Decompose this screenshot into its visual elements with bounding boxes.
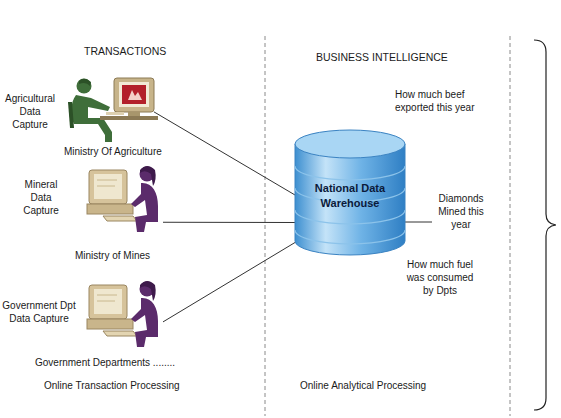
screen-line xyxy=(97,295,117,296)
curly-brace xyxy=(534,40,556,410)
capture-label: Agricultural Data Capture xyxy=(2,92,58,131)
screen-image xyxy=(122,85,146,104)
person-body xyxy=(131,298,158,347)
section-footer: Online Analytical Processing xyxy=(300,379,426,392)
monitor xyxy=(114,78,154,112)
chair xyxy=(68,102,74,128)
workstation-node: Government Dpt Data CaptureGovernment De… xyxy=(85,275,163,345)
monitor-screen xyxy=(119,82,149,107)
person-head xyxy=(77,79,92,94)
cylinder-top xyxy=(295,130,405,158)
analysis-question: How much beef exported this year xyxy=(395,88,505,114)
connector-line xyxy=(163,243,295,322)
person-hair xyxy=(79,79,91,86)
analysis-question: Diamonds Mined this year xyxy=(430,192,492,231)
connector-line xyxy=(154,112,295,195)
section-heading: TRANSACTIONS xyxy=(84,45,166,59)
data-warehouse-cylinder: National Data Warehouse xyxy=(295,130,405,255)
screen-line xyxy=(97,180,117,181)
capture-label: Government Dpt Data Capture xyxy=(1,299,77,325)
ministry-label: Ministry Of Agriculture xyxy=(64,145,162,158)
monitor xyxy=(89,170,127,204)
desk xyxy=(100,116,158,120)
keyboard xyxy=(103,331,137,336)
keyboard xyxy=(106,112,124,115)
analysis-question: How much fuel was consumed by Dpts xyxy=(400,258,480,297)
computer-case xyxy=(87,319,133,329)
ministry-label: Ministry of Mines xyxy=(75,249,150,262)
cylinder-body xyxy=(295,144,405,255)
monitor-screen xyxy=(94,289,122,314)
cylinder-band xyxy=(295,210,405,224)
workstation-illustration xyxy=(87,166,158,232)
screen-line xyxy=(97,186,115,187)
warehouse-label: National Data Warehouse xyxy=(313,181,387,211)
capture-label: Mineral Data Capture xyxy=(18,178,64,217)
person-body xyxy=(131,183,158,232)
divider-line xyxy=(510,36,511,416)
monitor xyxy=(89,285,127,319)
monitor-stand xyxy=(128,112,140,116)
computer-case xyxy=(87,204,133,214)
screen-line xyxy=(97,301,115,302)
section-footer: Online Transaction Processing xyxy=(44,379,180,392)
cylinder-band xyxy=(295,230,405,244)
workstation-node: Agricultural Data CaptureMinistry Of Agr… xyxy=(62,72,154,142)
leader-line xyxy=(405,222,432,223)
keyboard xyxy=(103,216,137,221)
section-heading: BUSINESS INTELLIGENCE xyxy=(316,51,448,65)
connector-line xyxy=(163,222,295,223)
workstation-illustration xyxy=(68,78,158,142)
cylinder-band xyxy=(295,166,405,180)
workstation-node: Mineral Data CaptureMinistry of Mines xyxy=(85,160,163,235)
screen-image xyxy=(128,90,142,100)
workstation-illustration xyxy=(87,281,158,347)
monitor-screen xyxy=(94,174,122,199)
divider-line xyxy=(265,36,266,416)
department-label: Government Departments ........ xyxy=(35,356,175,369)
